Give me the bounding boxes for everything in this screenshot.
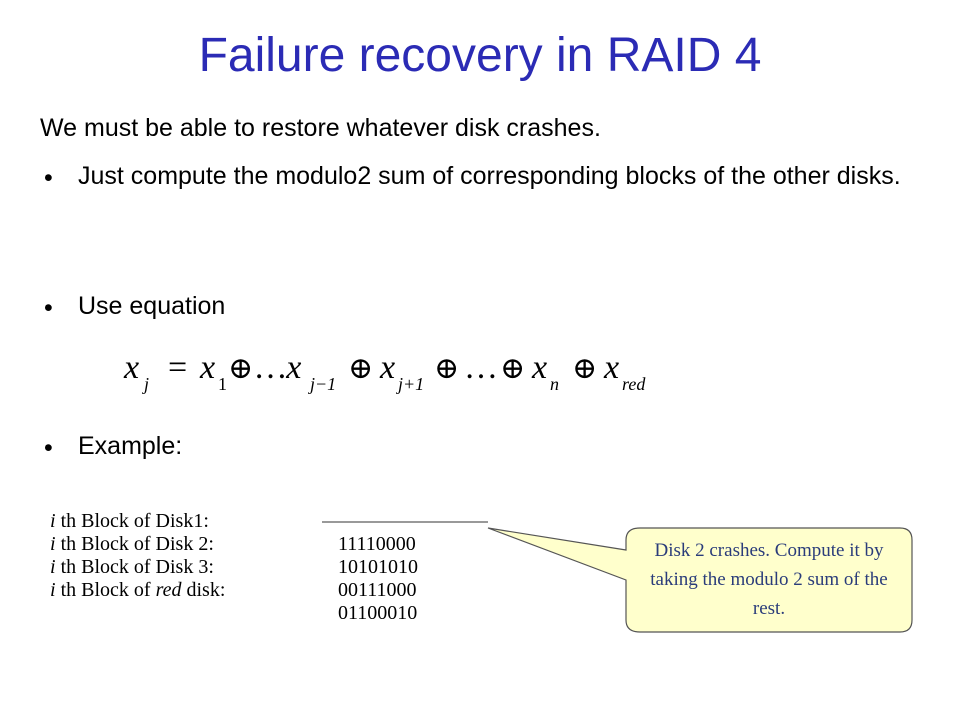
eq-lhs-sub: j [142, 374, 149, 394]
example-row-red: i th Block of red disk: 01100010 [40, 556, 417, 625]
eq-operator: ⊕ [348, 352, 373, 385]
row-label: th Block of Disk1: [55, 510, 209, 532]
row-label-red: red [155, 579, 182, 601]
eq-term-sub: j−1 [308, 374, 336, 394]
bullet-use-equation: Use equation [78, 292, 226, 320]
bullet-modulo2: Just compute the modulo2 sum of correspo… [78, 162, 901, 190]
row-value: 10101010 [338, 556, 418, 578]
eq-term-sub: red [622, 374, 646, 394]
xor-equation: x j = x 1 ⊕ …x j−1 ⊕ x j+1 ⊕ … ⊕ x n ⊕ x… [123, 349, 646, 394]
row-index: i [50, 533, 56, 555]
callout-text: Disk 2 crashes. Compute it by taking the… [650, 540, 888, 619]
bullet-glyph: • [44, 294, 53, 322]
eq-term-base: x [379, 349, 395, 386]
intro-text: We must be able to restore whatever disk… [40, 114, 601, 142]
bullet-glyph: • [44, 434, 53, 462]
eq-term-sub: n [550, 374, 559, 394]
eq-lhs: x [123, 349, 139, 386]
row-value: 00111000 [338, 579, 417, 601]
eq-term-sub: 1 [218, 374, 227, 394]
example-row-disk3: i th Block of Disk 3: 00111000 [40, 533, 417, 602]
bullet-example: Example: [78, 432, 183, 460]
example-row-disk2: i th Block of Disk 2: 10101010 [40, 510, 418, 579]
eq-operator: ⊕ [434, 352, 459, 385]
eq-operator: ⊕ [572, 352, 597, 385]
example-row-disk1: i th Block of Disk1: 11110000 [40, 487, 416, 556]
eq-term-base: x [531, 349, 547, 386]
row-label: th Block of [55, 579, 156, 601]
eq-term-base: x [603, 349, 619, 386]
eq-operator: ⊕ [228, 352, 253, 385]
eq-operator: ⊕ [500, 352, 525, 385]
eq-term-base: … [464, 349, 498, 386]
slide-title: Failure recovery in RAID 4 [198, 29, 762, 82]
eq-term-base: x [199, 349, 215, 386]
row-label: th Block of Disk 3: [55, 556, 214, 578]
bullet-glyph: • [44, 164, 53, 192]
row-index: i [50, 579, 56, 601]
row-label: disk: [181, 579, 226, 601]
eq-term-sub: j+1 [396, 374, 424, 394]
row-index: i [50, 556, 56, 578]
eq-term-base: …x [256, 349, 301, 386]
eq-equals: = [168, 349, 187, 386]
row-value: 01100010 [338, 602, 418, 624]
row-label: th Block of Disk 2: [55, 533, 214, 555]
row-index: i [50, 510, 56, 532]
row-value: 11110000 [338, 533, 416, 555]
